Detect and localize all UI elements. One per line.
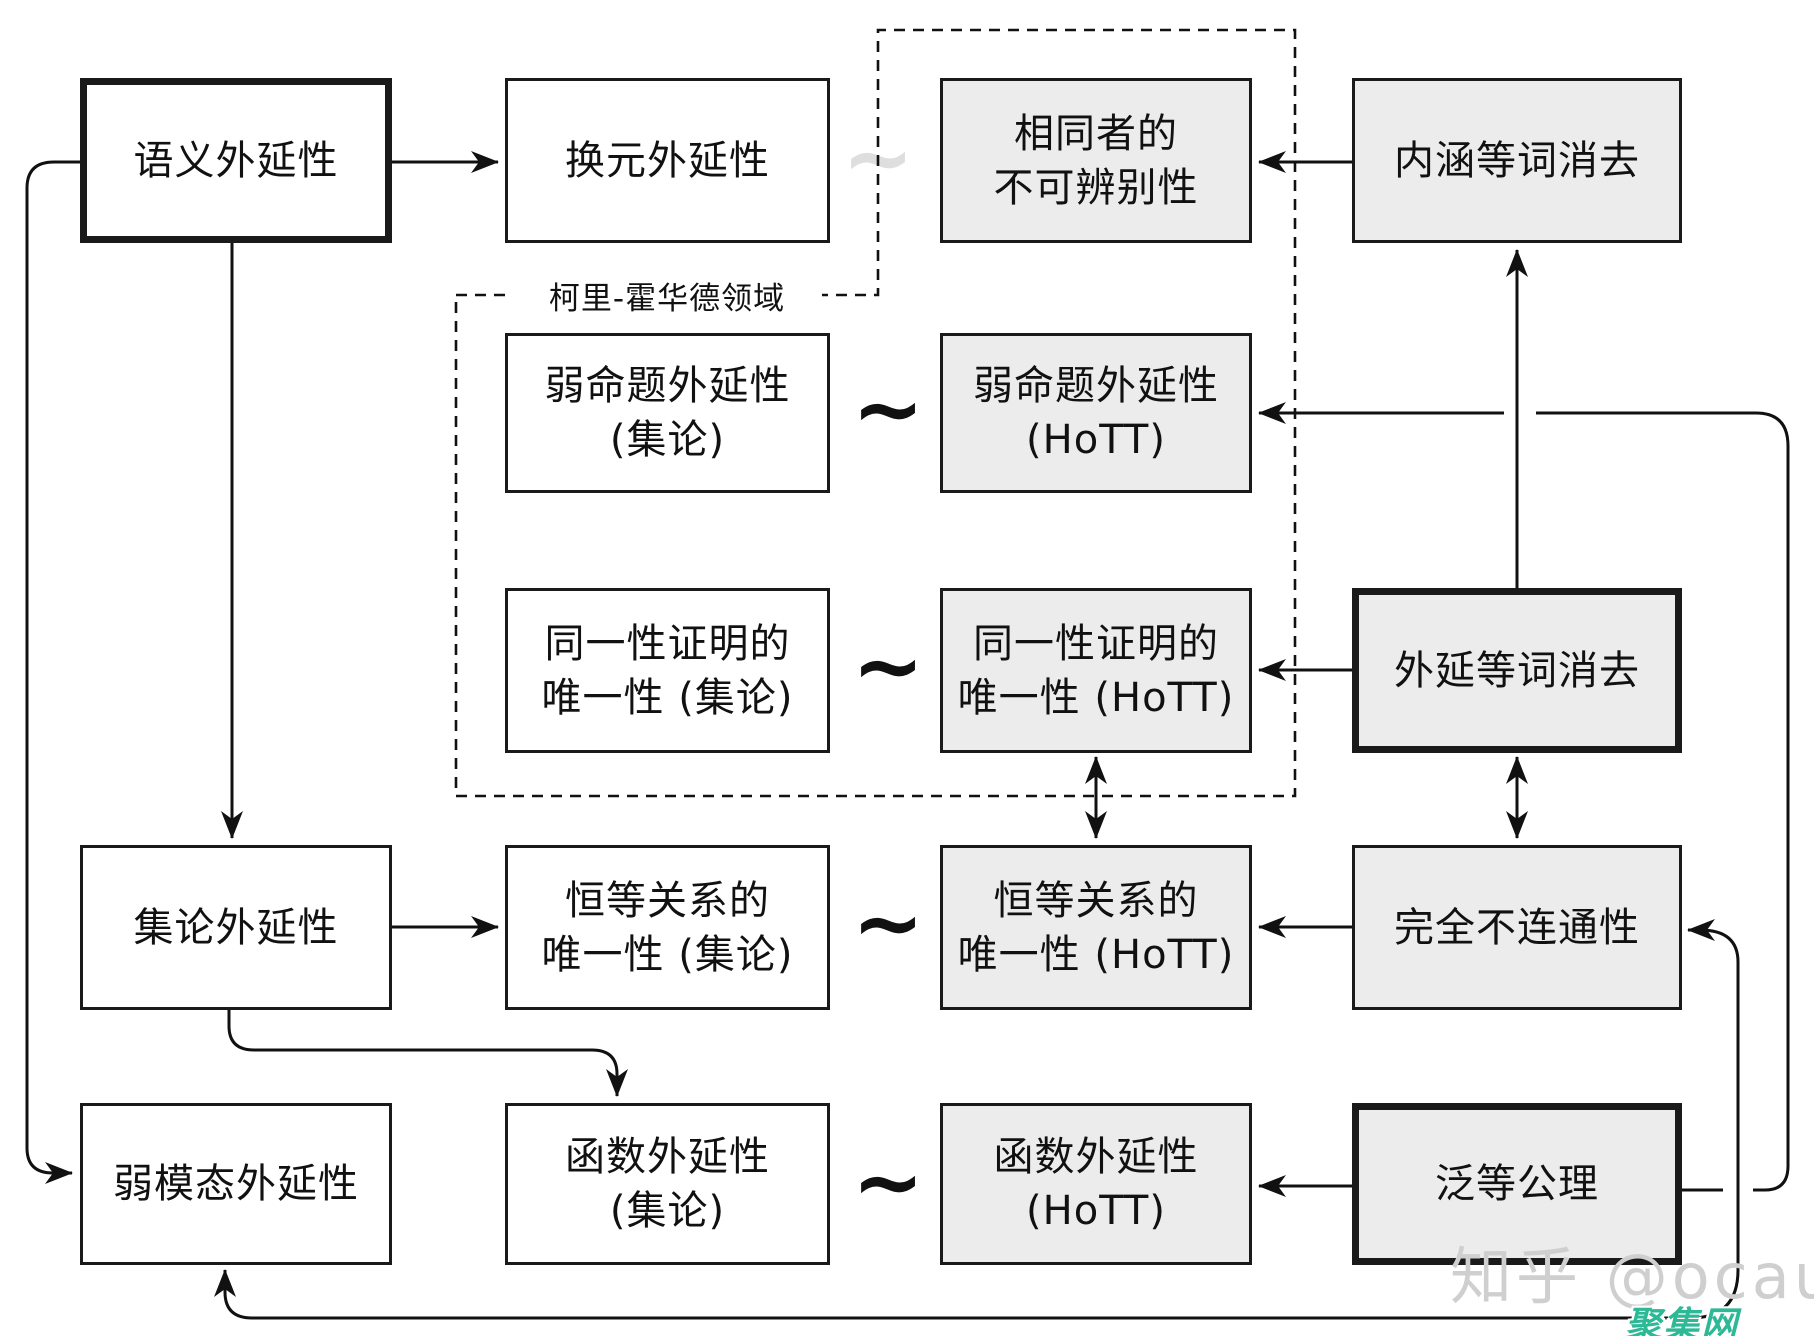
box-semantic-extensionality: 语义外延性 — [80, 78, 392, 243]
box-label: 同一性证明的 唯一性 (集论) — [541, 620, 794, 721]
box-weak-propositional-extensionality-hott: 弱命题外延性 (HoTT) — [940, 333, 1252, 493]
box-label: 弱命题外延性 (集论) — [544, 363, 791, 463]
box-label: 语义外延性 — [133, 137, 339, 184]
box-label: 同一性证明的 唯一性 (HoTT) — [957, 620, 1235, 721]
equivalence-tilde-row4: ∼ — [851, 873, 925, 974]
box-label: 相同者的 不可辨别性 — [993, 110, 1199, 211]
box-uniqueness-of-identity-proofs-hott: 同一性证明的 唯一性 (HoTT) — [940, 588, 1252, 753]
box-indiscernibility-of-identicals: 相同者的 不可辨别性 — [940, 78, 1252, 243]
box-extensional-equality-elimination: 外延等词消去 — [1352, 588, 1682, 753]
box-label: 集论外延性 — [133, 904, 339, 951]
box-weak-modal-extensionality: 弱模态外延性 — [80, 1103, 392, 1265]
box-uniqueness-of-identity-proofs-set: 同一性证明的 唯一性 (集论) — [505, 588, 830, 753]
equivalence-tilde-row2: ∼ — [851, 359, 925, 460]
box-function-extensionality-hott: 函数外延性 (HoTT) — [940, 1103, 1252, 1265]
box-uniqueness-of-identity-relation-set: 恒等关系的 唯一性 (集论) — [505, 845, 830, 1010]
box-label: 内涵等词消去 — [1394, 137, 1640, 184]
box-label: 泛等公理 — [1435, 1161, 1599, 1207]
box-uniqueness-of-identity-relation-hott: 恒等关系的 唯一性 (HoTT) — [940, 845, 1252, 1010]
box-substitution-extensionality: 换元外延性 — [505, 78, 830, 243]
equivalence-tilde-row5: ∼ — [851, 1132, 925, 1233]
equivalence-tilde-row3: ∼ — [851, 616, 925, 717]
box-label: 弱命题外延性 (HoTT) — [973, 363, 1219, 463]
box-label: 完全不连通性 — [1394, 904, 1640, 951]
box-label: 恒等关系的 唯一性 (HoTT) — [957, 877, 1235, 978]
box-label: 恒等关系的 唯一性 (集论) — [541, 877, 794, 978]
watermark-site: 聚集网 — [1625, 1305, 1740, 1336]
box-function-extensionality-set: 函数外延性 (集论) — [505, 1103, 830, 1265]
box-label: 换元外延性 — [565, 137, 770, 184]
box-set-theoretic-extensionality: 集论外延性 — [80, 845, 392, 1010]
curry-howard-region-label: 柯里-霍华德领域 — [512, 272, 822, 318]
box-label: 函数外延性 (HoTT) — [993, 1134, 1199, 1234]
curry-howard-region-outline — [454, 28, 1297, 798]
box-total-disconnectedness: 完全不连通性 — [1352, 845, 1682, 1010]
box-intensional-equality-elimination: 内涵等词消去 — [1352, 78, 1682, 243]
box-label: 函数外延性 (集论) — [565, 1134, 770, 1234]
arrow-semantic-to-weak-modal — [25, 160, 80, 1184]
arrow-set-ext-to-funext-set — [227, 1010, 628, 1097]
double-arrow-weak-modal-disconnectedness — [214, 919, 1740, 1320]
box-label: 弱模态外延性 — [113, 1161, 359, 1207]
arrow-univalence-to-weak-prop-hott-segment2 — [1536, 411, 1790, 1192]
box-weak-propositional-extensionality-set: 弱命题外延性 (集论) — [505, 333, 830, 493]
box-label: 外延等词消去 — [1394, 647, 1640, 694]
